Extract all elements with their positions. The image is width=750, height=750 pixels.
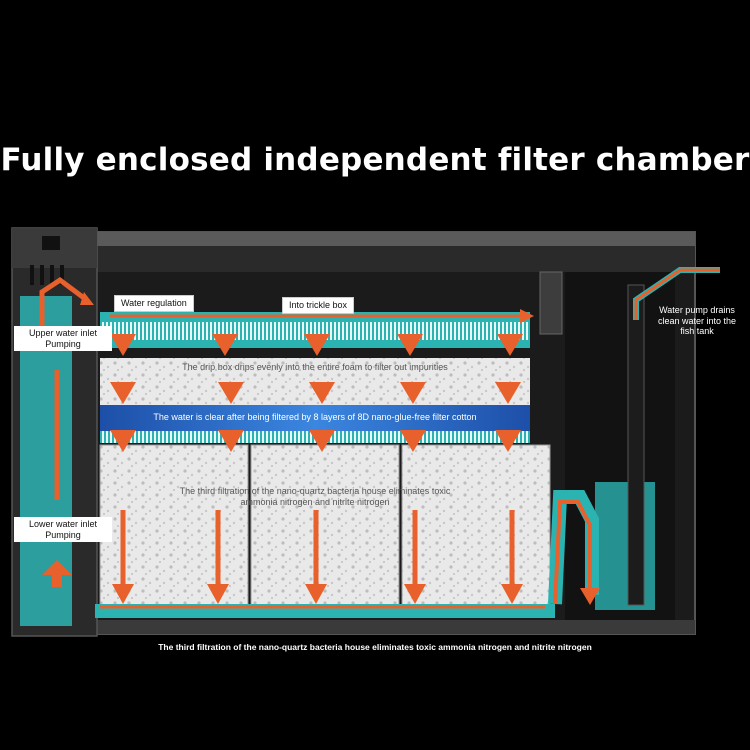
bacteria-house xyxy=(99,444,551,606)
bottom-caption: The third filtration of the nano-quartz … xyxy=(158,642,592,652)
label-water-regulation: Water regulation xyxy=(114,295,194,312)
label-lower-inlet: Lower water inlet Pumping xyxy=(14,517,112,543)
label-upper-inlet: Upper water inlet Pumping xyxy=(14,326,112,352)
label-into-trickle-box: Into trickle box xyxy=(282,297,355,314)
flow-arrows xyxy=(39,276,600,609)
page-title: Fully enclosed independent filter chambe… xyxy=(0,142,750,178)
label-filter-cotton: The water is clear after being filtered … xyxy=(153,412,477,422)
label-drip-box: The drip box drips evenly into the entir… xyxy=(182,362,448,372)
label-bacteria-house: The third filtration of the nano-quartz … xyxy=(179,486,451,507)
filter-cotton-layer xyxy=(100,405,530,431)
label-pump-drains: Water pump drains clean water into the f… xyxy=(657,305,737,337)
